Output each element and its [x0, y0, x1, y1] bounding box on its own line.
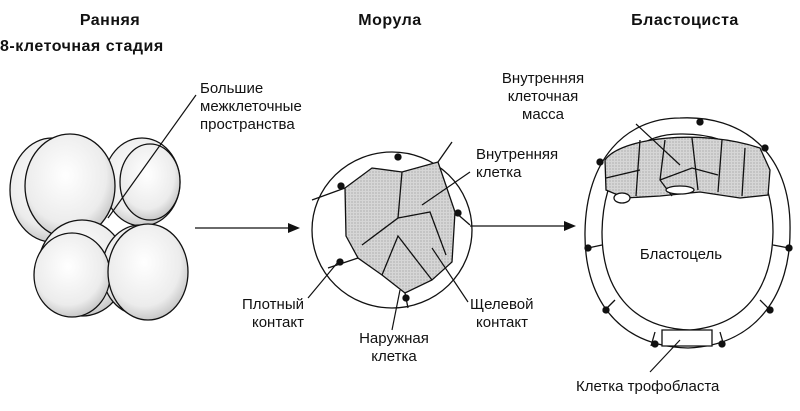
blastomere	[107, 223, 189, 321]
pointer-inner-cell	[421, 171, 471, 206]
morula-title: Морула	[358, 12, 422, 29]
blastomere	[33, 232, 111, 318]
morula	[311, 141, 473, 309]
pointer-outer-cell	[391, 289, 401, 331]
blastocyst-title: Бластоциста	[631, 12, 739, 29]
arrow-to-blastocyst	[470, 221, 576, 231]
label-gap-junction-1: Щелевой	[470, 296, 534, 313]
label-tight-junction-1: Плотный	[241, 296, 304, 313]
inner-cell-mass-region	[604, 136, 771, 199]
label-inner-cell-2: клетка	[476, 164, 522, 181]
pointer-large-spaces	[107, 94, 197, 219]
label-outer-cell-2: клетка	[371, 348, 417, 365]
label-inner-cell-mass-1: Внутренняя	[501, 70, 585, 87]
label-tight-junction-2: контакт	[251, 314, 304, 331]
label-gap-junction-2: контакт	[476, 314, 529, 331]
pointer-inner-cell-mass	[635, 123, 681, 166]
trophoblast-cell-highlight	[661, 329, 713, 347]
label-outer-cell-1: Наружная	[359, 330, 429, 347]
early-stage-title: Ранняя	[79, 12, 141, 29]
eight-cell-embryo	[9, 133, 189, 321]
inner-cell-region	[344, 161, 456, 294]
label-inner-cell-mass-2: клеточная	[507, 88, 579, 105]
pointer-trophoblast	[649, 339, 681, 373]
arrow-to-morula	[195, 223, 300, 233]
label-inner-cell-1: Внутренняя	[476, 146, 559, 163]
label-inner-cell-mass-3: масса	[522, 106, 564, 123]
label-large-spaces-1: Большие	[200, 80, 264, 97]
label-large-spaces-2: межклеточные	[200, 98, 302, 115]
label-blastocoel: Бластоцель	[639, 246, 723, 263]
label-trophoblast-cell: Клетка трофобласта	[576, 378, 720, 395]
pointer-gap-junction	[431, 247, 469, 303]
early-stage-subtitle: 8-клеточная стадия	[0, 38, 164, 55]
label-large-spaces-3: пространства	[200, 116, 295, 133]
pointer-tight-junction	[307, 261, 339, 299]
blastomere	[119, 143, 181, 221]
blastocyst	[584, 117, 793, 349]
